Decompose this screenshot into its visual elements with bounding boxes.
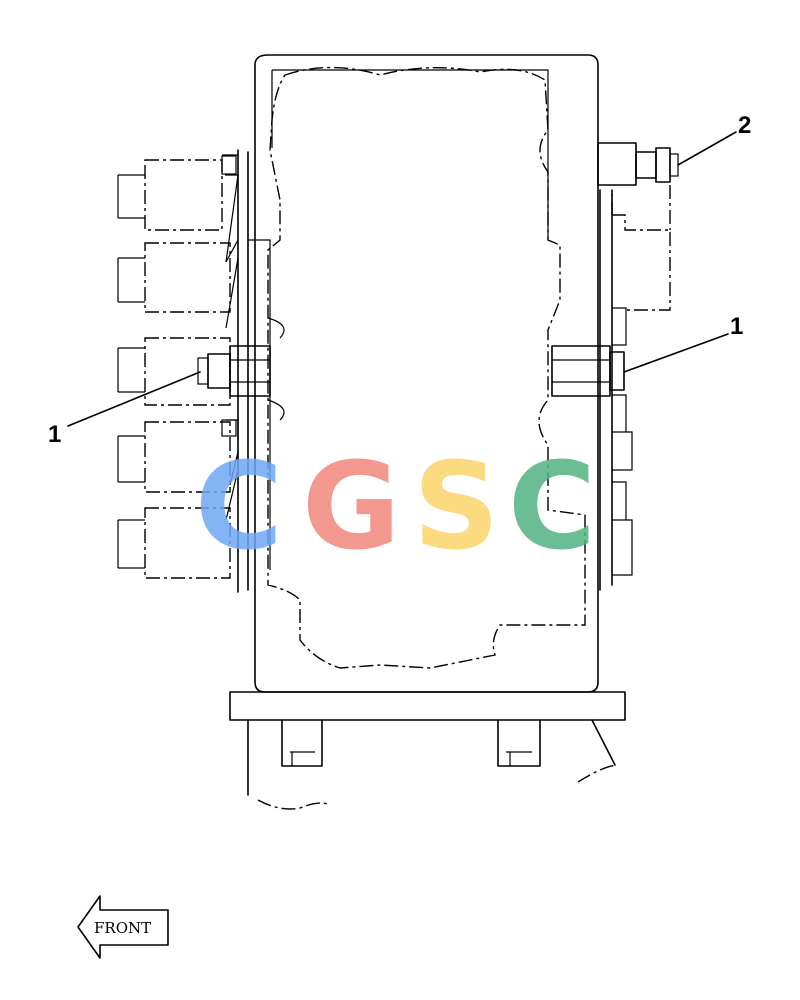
watermark-letter: G <box>302 438 401 577</box>
watermark-letter: S <box>413 438 499 577</box>
callouts: 1 1 2 <box>48 112 751 448</box>
callout-label-1-left: 1 <box>48 421 61 448</box>
callout-label-2: 2 <box>738 112 751 139</box>
watermark-letter: C <box>508 438 596 577</box>
callout-label-1-right: 1 <box>730 313 743 340</box>
base-rail <box>229 691 626 810</box>
left-injector-group <box>117 154 239 579</box>
right-fitting <box>597 142 679 311</box>
watermark-letter: C <box>195 438 283 577</box>
left-bolt <box>197 345 271 397</box>
right-side-blocks <box>611 190 633 576</box>
engine-block <box>237 54 613 693</box>
front-arrow: FRONT <box>77 895 169 959</box>
right-bolt <box>551 345 625 397</box>
watermark: C G S C <box>195 438 596 577</box>
front-arrow-label: FRONT <box>94 919 151 937</box>
